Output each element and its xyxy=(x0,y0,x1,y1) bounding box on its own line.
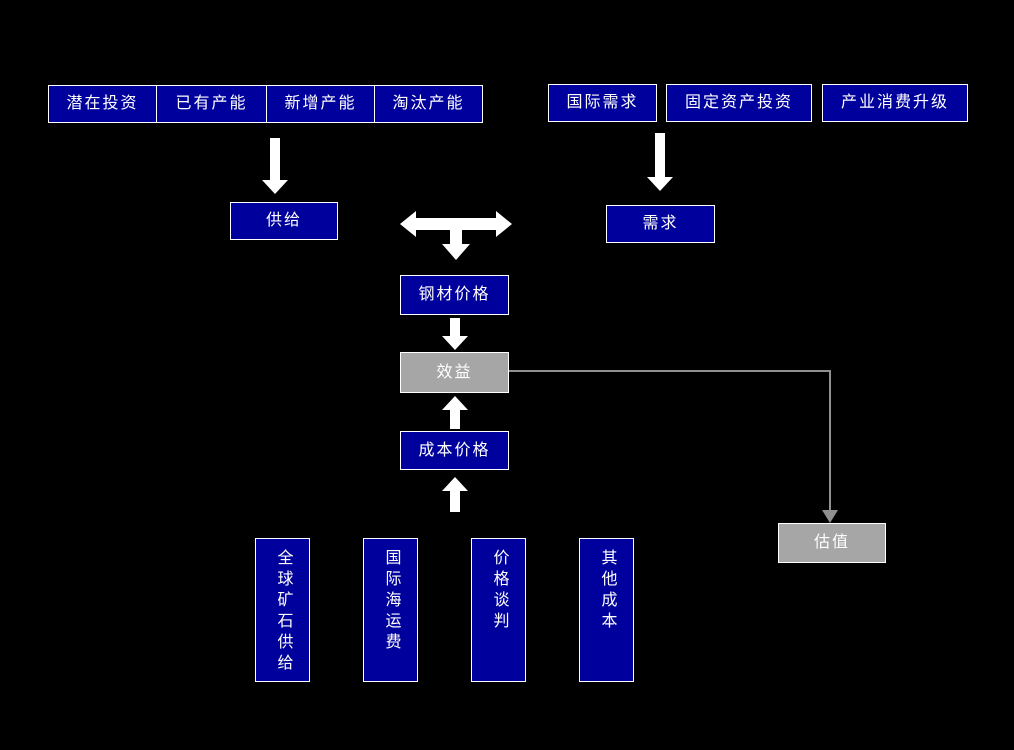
node-supply: 供给 xyxy=(230,202,338,240)
node-other-costs: 其他成本 xyxy=(579,538,634,682)
down-arrow-demand-icon xyxy=(647,133,673,191)
node-existing-capacity: 已有产能 xyxy=(156,85,267,123)
node-new-capacity: 新增产能 xyxy=(266,85,375,123)
node-valuation: 估值 xyxy=(778,523,886,563)
down-arrow-supply-icon xyxy=(262,138,288,194)
supply-demand-merge-arrow-icon xyxy=(400,211,512,260)
node-price-negotiation: 价格谈判 xyxy=(471,538,526,682)
node-global-ore-supply: 全球矿石供给 xyxy=(255,538,310,682)
node-potential-investment: 潜在投资 xyxy=(48,85,157,123)
up-arrow-factors-to-cost-icon xyxy=(442,477,468,512)
node-steel-price: 钢材价格 xyxy=(400,275,509,315)
node-industry-consumption-upgrade: 产业消费升级 xyxy=(822,84,968,122)
node-international-shipping-fee: 国际海运费 xyxy=(363,538,418,682)
node-international-demand: 国际需求 xyxy=(548,84,657,122)
down-arrow-price-to-profit-icon xyxy=(442,318,468,350)
node-profit: 效益 xyxy=(400,352,509,393)
node-eliminated-capacity: 淘汰产能 xyxy=(374,85,483,123)
connector-profit-to-valuation-icon xyxy=(509,370,838,523)
node-fixed-asset-investment: 固定资产投资 xyxy=(666,84,812,122)
up-arrow-cost-to-profit-icon xyxy=(442,396,468,429)
node-cost-price: 成本价格 xyxy=(400,431,509,470)
node-demand: 需求 xyxy=(606,205,715,243)
